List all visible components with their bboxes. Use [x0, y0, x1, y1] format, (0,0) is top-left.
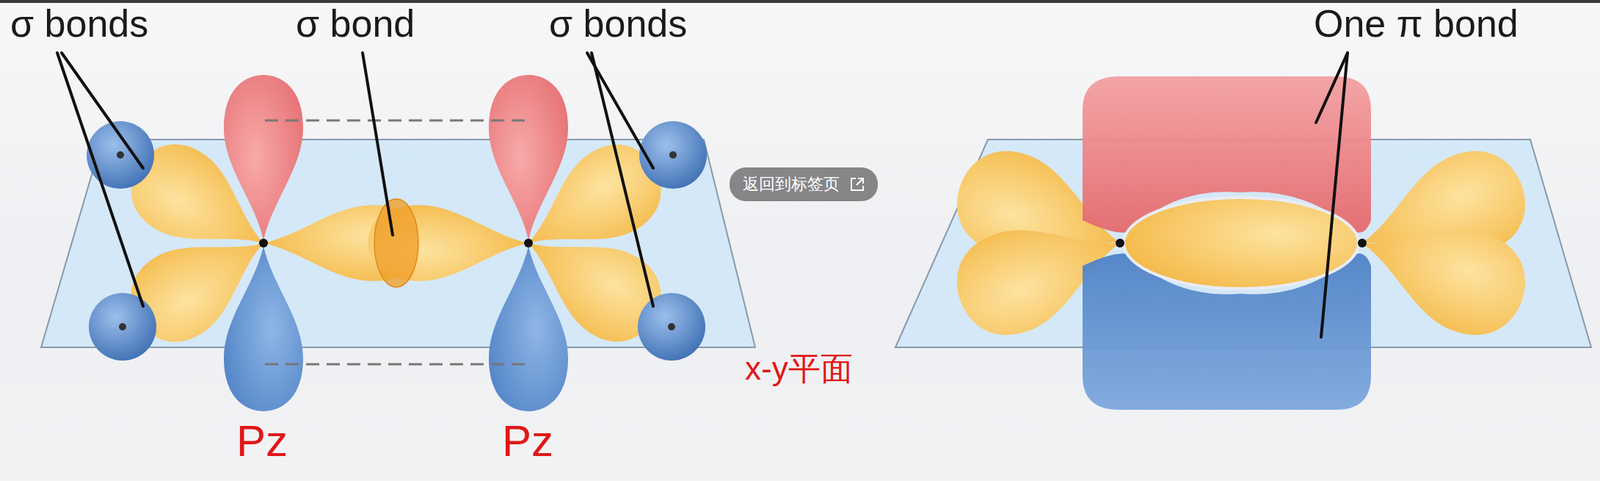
- carbon-dot: [259, 238, 268, 248]
- hydrogen-sphere: [639, 121, 707, 189]
- bond-label: σ bonds: [10, 2, 149, 45]
- tab-button: 返回到标签页: [729, 167, 878, 202]
- external-icon: [848, 175, 867, 194]
- dashed-line: [264, 363, 531, 366]
- nucleus-dot: [669, 151, 677, 159]
- nucleus-dot: [116, 151, 125, 159]
- leader-lines: [57, 52, 1348, 337]
- orbital-note: Pz: [236, 416, 288, 466]
- hydrogen-sphere: [86, 121, 155, 189]
- pz-lobe: [488, 74, 569, 240]
- button-text: 返回到标签页: [742, 173, 840, 196]
- overlap-region: [374, 198, 419, 287]
- hydrogen-sphere: [88, 292, 157, 361]
- nucleus-dot: [118, 322, 127, 331]
- hydrogen-sphere: [637, 292, 706, 361]
- sp2-lobe: [1344, 194, 1540, 349]
- pz-lobe: [223, 245, 304, 412]
- sigma-bond: [1123, 197, 1359, 289]
- nucleus-dot: [667, 322, 676, 331]
- pz-lobe: [488, 245, 569, 412]
- carbon-dot: [524, 238, 533, 248]
- bond-label: σ bonds: [548, 2, 687, 45]
- orbital-note: Pz: [502, 416, 554, 466]
- pz-lobe: [223, 74, 304, 240]
- bond-label: σ bond: [295, 2, 415, 45]
- bond-label: One π bond: [1313, 2, 1519, 45]
- carbon-dot: [1357, 238, 1367, 248]
- dashed-line: [264, 119, 531, 122]
- carbon-dot: [1115, 238, 1125, 248]
- axis-note: x-y平面: [744, 350, 853, 387]
